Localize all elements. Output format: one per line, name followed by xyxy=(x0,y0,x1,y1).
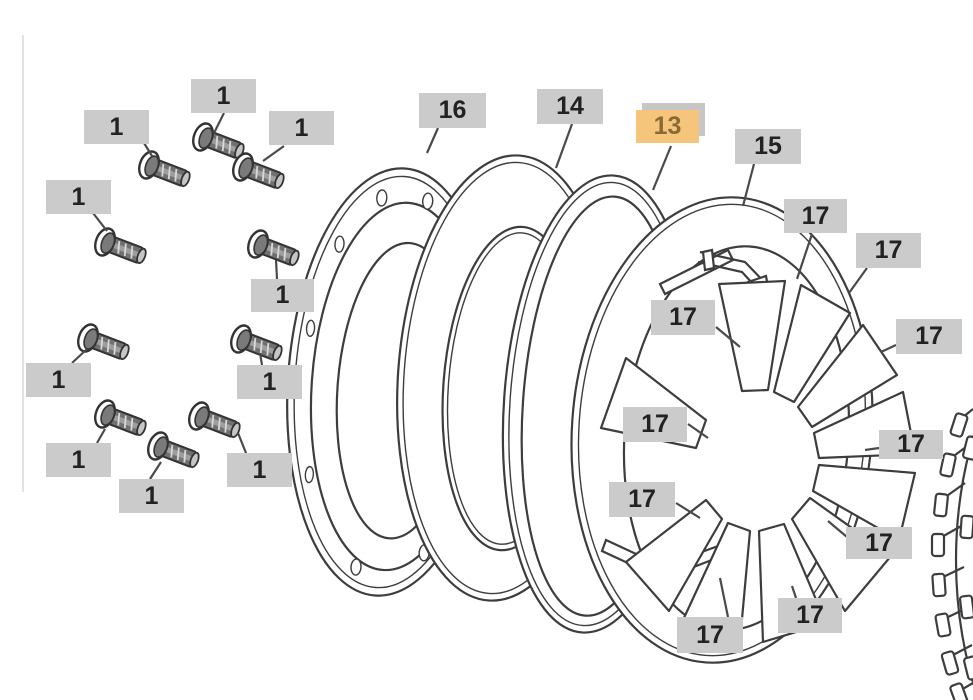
leader-line xyxy=(262,145,285,162)
leader-lines xyxy=(71,112,897,618)
leader-line xyxy=(795,233,814,280)
leader-line xyxy=(71,348,88,364)
leader-line xyxy=(554,123,574,169)
part-callout-1[interactable]: 1 xyxy=(46,443,111,477)
leader-line xyxy=(848,267,868,294)
leader-line xyxy=(880,344,897,353)
part-callout-14[interactable]: 14 xyxy=(537,89,603,124)
leader-line xyxy=(213,112,225,134)
part-callout-16[interactable]: 16 xyxy=(419,93,486,128)
leader-line xyxy=(236,432,248,454)
part-callout-17[interactable]: 17 xyxy=(609,482,675,517)
leader-line xyxy=(258,352,264,366)
part-callout-1[interactable]: 1 xyxy=(191,79,256,113)
leader-line xyxy=(425,127,440,154)
part-callout-17[interactable]: 17 xyxy=(896,319,962,354)
screw xyxy=(90,224,151,272)
part-callout-1[interactable]: 1 xyxy=(269,111,334,145)
part-callout-15[interactable]: 15 xyxy=(735,129,801,164)
leader-line xyxy=(675,502,701,519)
leader-line xyxy=(718,577,730,618)
pad-segment xyxy=(796,323,899,429)
leader-line xyxy=(687,423,709,439)
pad-segment xyxy=(717,279,787,393)
leader-line xyxy=(96,428,106,444)
part-callout-17[interactable]: 17 xyxy=(778,598,842,633)
part-callout-1[interactable]: 1 xyxy=(251,279,314,312)
part-callout-1[interactable]: 1 xyxy=(119,479,184,513)
leader-line xyxy=(92,212,108,232)
part-callout-17[interactable]: 17 xyxy=(784,199,847,233)
part-callout-17[interactable]: 17 xyxy=(651,300,715,335)
screw xyxy=(73,320,134,368)
leader-line xyxy=(864,446,880,452)
screw xyxy=(226,321,287,369)
screw xyxy=(228,149,289,197)
part-callout-1[interactable]: 1 xyxy=(46,180,111,214)
leader-line xyxy=(827,520,848,538)
leader-line xyxy=(149,461,162,480)
screw xyxy=(184,398,245,446)
part-callout-1[interactable]: 1 xyxy=(227,453,292,487)
part-callout-17[interactable]: 17 xyxy=(846,527,912,559)
part-callout-17[interactable]: 17 xyxy=(856,233,921,268)
tire-tread-edge xyxy=(930,408,973,700)
part-callout-1[interactable]: 1 xyxy=(26,363,91,397)
leader-line xyxy=(274,259,279,280)
pad-segment xyxy=(772,283,852,404)
part-callout-17[interactable]: 17 xyxy=(879,430,943,459)
part-callout-17[interactable]: 17 xyxy=(623,407,687,442)
part-callout-17[interactable]: 17 xyxy=(677,617,743,653)
screw xyxy=(143,428,204,476)
part-callout-1[interactable]: 1 xyxy=(237,365,302,399)
leader-line xyxy=(651,145,673,191)
leader-line xyxy=(715,326,741,348)
pad-segment xyxy=(624,498,724,613)
part-callout-13-highlighted[interactable]: 13 xyxy=(636,110,699,143)
screw xyxy=(243,226,304,274)
tread-blocks xyxy=(930,412,973,700)
screw xyxy=(134,147,195,195)
leader-line xyxy=(790,585,798,599)
leader-line xyxy=(741,163,756,207)
part-callout-1[interactable]: 1 xyxy=(84,110,149,144)
